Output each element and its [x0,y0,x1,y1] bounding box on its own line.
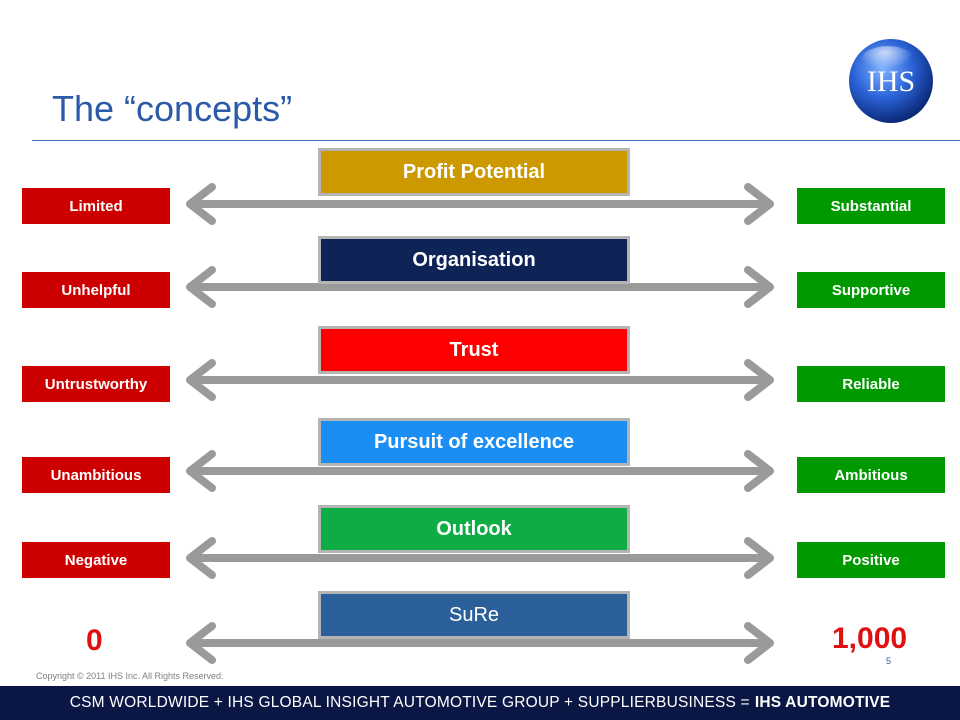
concept-sure: SuRe [318,591,630,639]
concept-trust: Trust [318,326,630,374]
footer-prefix: CSM WORLDWIDE + IHS GLOBAL INSIGHT AUTOM… [69,694,750,711]
logo-text: IHS [867,65,915,98]
concept-pursuit-of-excellence: Pursuit of excellence [318,418,630,466]
copyright: Copyright © 2011 IHS Inc. All Rights Res… [36,671,224,681]
footer-banner: CSM WORLDWIDE + IHS GLOBAL INSIGHT AUTOM… [0,686,960,720]
tag-untrustworthy: Untrustworthy [22,366,170,402]
concept-organisation: Organisation [318,236,630,284]
tag-unambitious: Unambitious [22,457,170,493]
tag-positive: Positive [797,542,945,578]
concept-outlook: Outlook [318,505,630,553]
concept-profit-potential: Profit Potential [318,148,630,196]
tag-unhelpful: Unhelpful [22,272,170,308]
tag-negative: Negative [22,542,170,578]
scale-max: 1,000 [832,622,908,655]
ihs-logo: IHS [849,39,933,123]
scale-min: 0 [86,624,103,657]
slide-number: 5 [886,656,892,666]
tag-substantial: Substantial [797,188,945,224]
tag-limited: Limited [22,188,170,224]
slide-title: The “concepts” [52,88,293,129]
tag-supportive: Supportive [797,272,945,308]
title-divider [32,140,960,141]
tag-reliable: Reliable [797,366,945,402]
footer-brand: IHS AUTOMOTIVE [754,694,891,711]
tag-ambitious: Ambitious [797,457,945,493]
